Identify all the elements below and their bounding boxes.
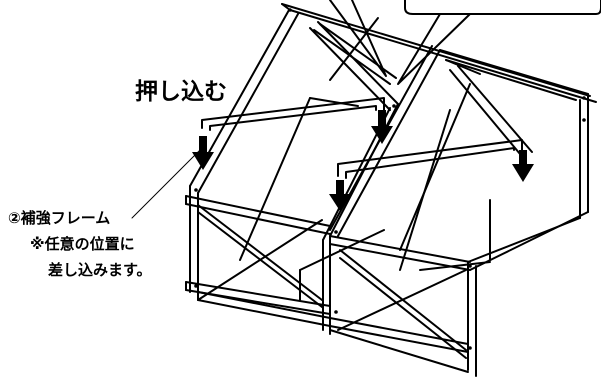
- box2-frame: [329, 45, 589, 377]
- rivet-dots: [194, 8, 586, 350]
- push-in-label: 押し込む: [135, 79, 227, 105]
- note-line-1: ※任意の位置に: [30, 235, 135, 253]
- reinforcement-frame-1: [201, 97, 385, 131]
- label-leader-line: [131, 145, 205, 219]
- reinforcement-frame-label: ②補強フレーム: [8, 209, 111, 227]
- reinforcement-frame-2: [337, 139, 523, 179]
- down-arrow-icon: [329, 180, 351, 211]
- down-arrow-icon: [192, 136, 214, 170]
- down-arrow-icon: [371, 110, 393, 144]
- down-arrow-icon: [512, 150, 534, 182]
- note-line-2: 差し込みます。: [48, 261, 152, 279]
- box1-frame: [185, 9, 399, 335]
